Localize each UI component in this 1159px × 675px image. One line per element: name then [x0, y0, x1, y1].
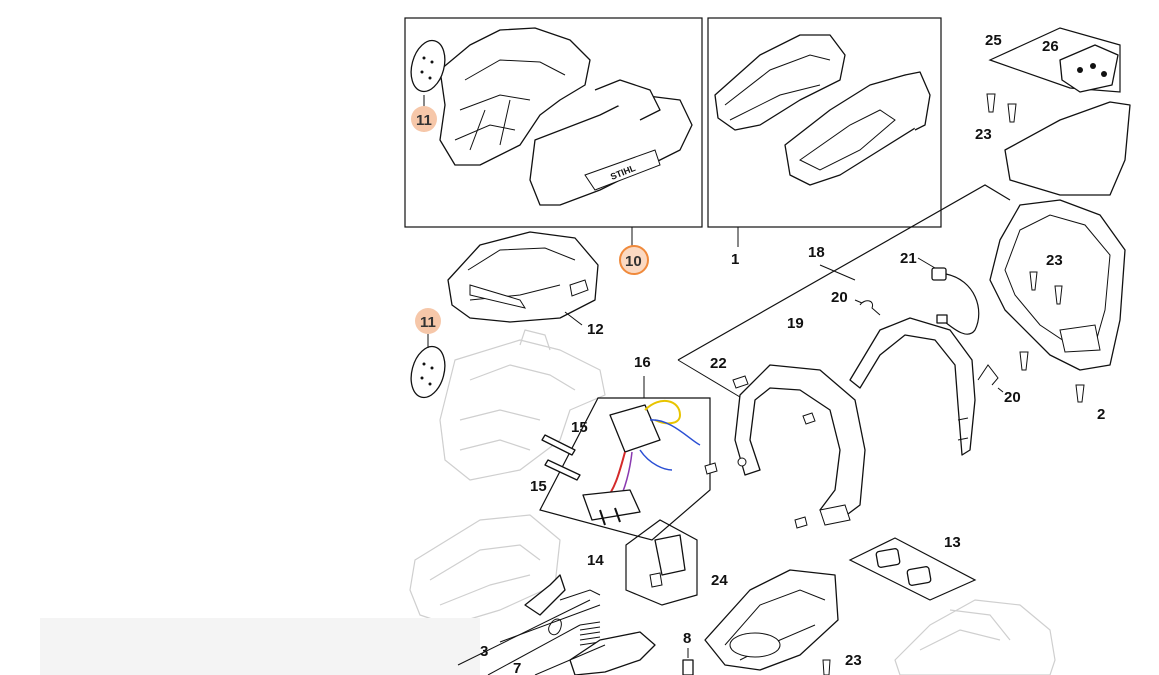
part-8-screw: [682, 659, 694, 675]
assembly-10-box: STIHL: [404, 17, 703, 228]
label-18[interactable]: 18: [808, 244, 825, 261]
ghost-right-bottom-part: [894, 599, 1056, 675]
ghost-bottom-strip: [40, 618, 480, 675]
washer-disc-top: [410, 39, 446, 93]
label-13[interactable]: 13: [944, 534, 961, 551]
label-15-top[interactable]: 15: [571, 419, 588, 436]
highlight-ring-10: [619, 245, 649, 275]
highlight-disc-11-top: [411, 106, 437, 132]
label-19[interactable]: 19: [787, 315, 804, 332]
label-16[interactable]: 16: [634, 354, 651, 371]
part-14-box: [625, 519, 698, 606]
label-15-bottom[interactable]: 15: [530, 478, 547, 495]
label-11-top[interactable]: 11: [416, 112, 432, 129]
part-7-bracket: [569, 631, 656, 675]
part-20-clip-b: [977, 364, 999, 386]
label-25[interactable]: 25: [985, 32, 1002, 49]
label-14[interactable]: 14: [587, 552, 604, 569]
ghost-handle-lower-left: [409, 514, 561, 626]
label-24[interactable]: 24: [711, 572, 728, 589]
part-19-loop-handle: [734, 364, 866, 526]
part-3-lever: [524, 574, 601, 636]
label-23-right[interactable]: 23: [1046, 252, 1063, 269]
label-20-top[interactable]: 20: [831, 289, 848, 306]
handle-assembly-frame: [677, 184, 1011, 401]
part-24-guard: [704, 569, 839, 671]
part-22-screws: [704, 375, 816, 529]
part-7-spring: [579, 621, 601, 646]
label-7[interactable]: 7: [513, 660, 521, 675]
ghost-housing-left: [439, 329, 606, 481]
label-23-top[interactable]: 23: [975, 126, 992, 143]
part-12-cover: [447, 231, 599, 323]
label-11-bottom[interactable]: 11: [420, 314, 436, 331]
assembly-1-box: [707, 17, 942, 228]
label-12[interactable]: 12: [587, 321, 604, 338]
label-2[interactable]: 2: [1097, 406, 1105, 423]
washer-disc-bottom: [410, 345, 446, 399]
label-20-bottom[interactable]: 20: [1004, 389, 1021, 406]
label-8[interactable]: 8: [683, 630, 691, 647]
part-13-box: [848, 537, 977, 601]
label-22[interactable]: 22: [710, 355, 727, 372]
label-10[interactable]: 10: [625, 253, 642, 270]
highlight-disc-11-bottom: [415, 308, 441, 334]
part-16-electronics-box: [539, 397, 711, 541]
part-21-cable: [931, 267, 980, 335]
part-18-arm: [849, 317, 976, 456]
label-21[interactable]: 21: [900, 250, 917, 267]
part-23-screws: [822, 93, 1085, 675]
label-26[interactable]: 26: [1042, 38, 1059, 55]
part-15-spring-a: [541, 434, 576, 456]
label-23-bottom[interactable]: 23: [845, 652, 862, 669]
label-3[interactable]: 3: [480, 643, 488, 660]
part-2-right-housing: [989, 101, 1131, 371]
part-20-clip-a: [859, 300, 881, 316]
part-25-26-box: [988, 27, 1121, 93]
part-15-spring-b: [544, 459, 581, 481]
label-1[interactable]: 1: [731, 251, 739, 268]
